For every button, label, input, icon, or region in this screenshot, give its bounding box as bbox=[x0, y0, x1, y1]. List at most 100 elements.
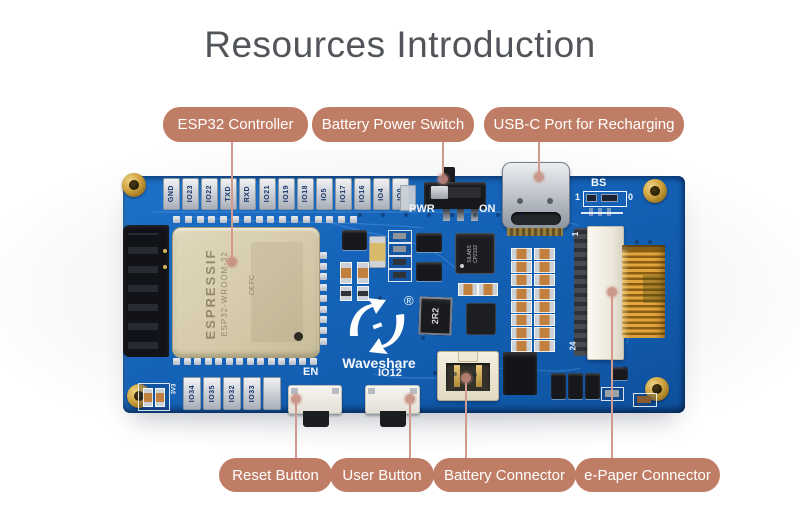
top-pin-IO21: IO21 bbox=[258, 178, 276, 210]
waveshare-logo bbox=[349, 298, 405, 354]
smd-resistor-c1-r7 bbox=[511, 327, 532, 340]
battery-jst-pin2 bbox=[476, 365, 482, 387]
bottom-pin-IO32: IO32 bbox=[223, 377, 241, 410]
module-solder-pad bbox=[320, 337, 327, 345]
module-solder-pad bbox=[302, 216, 310, 223]
pin-label: IO23 bbox=[187, 185, 195, 203]
callout-dot-usbc bbox=[534, 172, 544, 182]
module-solder-pad bbox=[299, 358, 306, 365]
transistor-sot23-b bbox=[416, 262, 442, 281]
module-solder-pad bbox=[236, 358, 243, 365]
smd-resistor-c1-r4 bbox=[511, 287, 532, 300]
small-chip-br bbox=[612, 367, 628, 380]
smd-resistor-c1-r2 bbox=[511, 261, 532, 274]
callout-pill-reset: Reset Button bbox=[219, 458, 332, 492]
module-solder-pad bbox=[320, 284, 327, 292]
fpc-silk-line bbox=[581, 212, 623, 214]
callout-pill-esp32: ESP32 Controller bbox=[163, 107, 308, 142]
aux-resistor-1 bbox=[143, 388, 153, 407]
antenna-block bbox=[123, 225, 169, 357]
module-solder-pad bbox=[267, 216, 275, 223]
pin-label: IO33 bbox=[248, 384, 256, 403]
resistor-v3 bbox=[340, 286, 352, 301]
top-pin-IO5: IO5 bbox=[315, 178, 333, 210]
transistor-br-1 bbox=[551, 373, 566, 399]
via-dot bbox=[473, 373, 477, 377]
callout-line-reset bbox=[295, 404, 297, 458]
smd-chip bbox=[637, 396, 651, 403]
via-dot bbox=[453, 372, 457, 376]
module-solder-pad bbox=[320, 305, 327, 313]
power-switch-slider bbox=[431, 186, 448, 199]
via-dot bbox=[450, 213, 454, 217]
callout-pill-power-switch: Battery Power Switch bbox=[312, 107, 474, 142]
cp2102-line2: CP2102 bbox=[473, 244, 479, 264]
module-solder-pad bbox=[320, 326, 327, 334]
power-switch-leg1 bbox=[443, 209, 450, 221]
pin-label: IO5 bbox=[320, 187, 328, 201]
via-dot bbox=[404, 213, 408, 217]
module-solder-pad bbox=[173, 216, 180, 223]
label-bs-1: 1 bbox=[575, 192, 581, 202]
esp32-brand: ESPRESSIF bbox=[203, 248, 218, 340]
module-solder-pad bbox=[309, 358, 317, 365]
via-dot bbox=[358, 213, 362, 217]
smd-resistor-c2-r3 bbox=[534, 274, 555, 287]
ribbon-top-band bbox=[622, 245, 665, 250]
cp2102-pin1-dot bbox=[460, 264, 464, 268]
via-dot bbox=[421, 336, 425, 340]
bottom-pin-IO33: IO33 bbox=[243, 377, 261, 410]
module-solder-pad bbox=[204, 358, 212, 365]
module-solder-pad bbox=[278, 358, 285, 365]
module-solder-pad bbox=[220, 216, 228, 223]
bottom-pin-IO35: IO35 bbox=[203, 377, 221, 410]
pin-label: GND bbox=[168, 185, 175, 203]
pin-label: IO19 bbox=[282, 185, 290, 203]
smd-resistor-c1-r1 bbox=[511, 248, 532, 260]
callout-dot-epaper bbox=[607, 287, 617, 297]
inductor-label: 2R2 bbox=[430, 307, 441, 325]
callout-line-esp32 bbox=[231, 142, 233, 257]
transistor-br-2 bbox=[568, 373, 583, 399]
power-switch-leg3 bbox=[471, 209, 478, 221]
smd-box-1 bbox=[388, 230, 412, 243]
top-pin-IO18: IO18 bbox=[296, 178, 314, 210]
smd-chip bbox=[393, 246, 406, 252]
label-bs: BS bbox=[591, 177, 607, 189]
standoff-top-right bbox=[643, 179, 667, 203]
smd-resistor-c2-r2 bbox=[534, 261, 555, 274]
smd-resistor-c2-r5 bbox=[534, 300, 555, 313]
resistor-h2 bbox=[478, 283, 498, 296]
top-pin-IO22: IO22 bbox=[201, 178, 219, 210]
cp2102-chip: SILABS CP2102 bbox=[455, 233, 495, 274]
ribbon-shade bbox=[643, 275, 665, 303]
epaper-ribbon bbox=[622, 245, 665, 338]
module-solder-pad bbox=[184, 216, 192, 223]
standoff-bottom-right bbox=[645, 377, 669, 401]
pin-label: IO17 bbox=[339, 185, 347, 203]
label-io12: IO12 bbox=[378, 367, 402, 379]
resistor-v1 bbox=[340, 262, 352, 284]
resistor-h1 bbox=[458, 283, 478, 296]
module-solder-pad bbox=[267, 358, 275, 365]
module-solder-pad bbox=[243, 216, 251, 223]
callout-dot-power-switch bbox=[438, 174, 448, 184]
smd-resistor-c1-r3 bbox=[511, 274, 532, 287]
via-dot bbox=[427, 213, 431, 217]
callout-dot-reset bbox=[291, 394, 301, 404]
smd-box-br-2 bbox=[633, 393, 657, 407]
module-solder-pad bbox=[194, 358, 201, 365]
pin-label: IO4 bbox=[378, 187, 386, 201]
module-solder-pad bbox=[288, 358, 296, 365]
esp32-pin1-dot bbox=[294, 332, 303, 341]
antenna-feed-dot bbox=[163, 249, 167, 253]
module-solder-pad bbox=[320, 294, 327, 302]
aux-resistor-2 bbox=[155, 388, 165, 407]
label-on: ON bbox=[479, 203, 496, 215]
label-waveshare: Waveshare bbox=[342, 355, 416, 371]
module-solder-pad bbox=[183, 358, 191, 365]
button-contact bbox=[332, 388, 339, 394]
smd-box-3 bbox=[388, 256, 412, 269]
user-button-actuator bbox=[380, 411, 406, 427]
